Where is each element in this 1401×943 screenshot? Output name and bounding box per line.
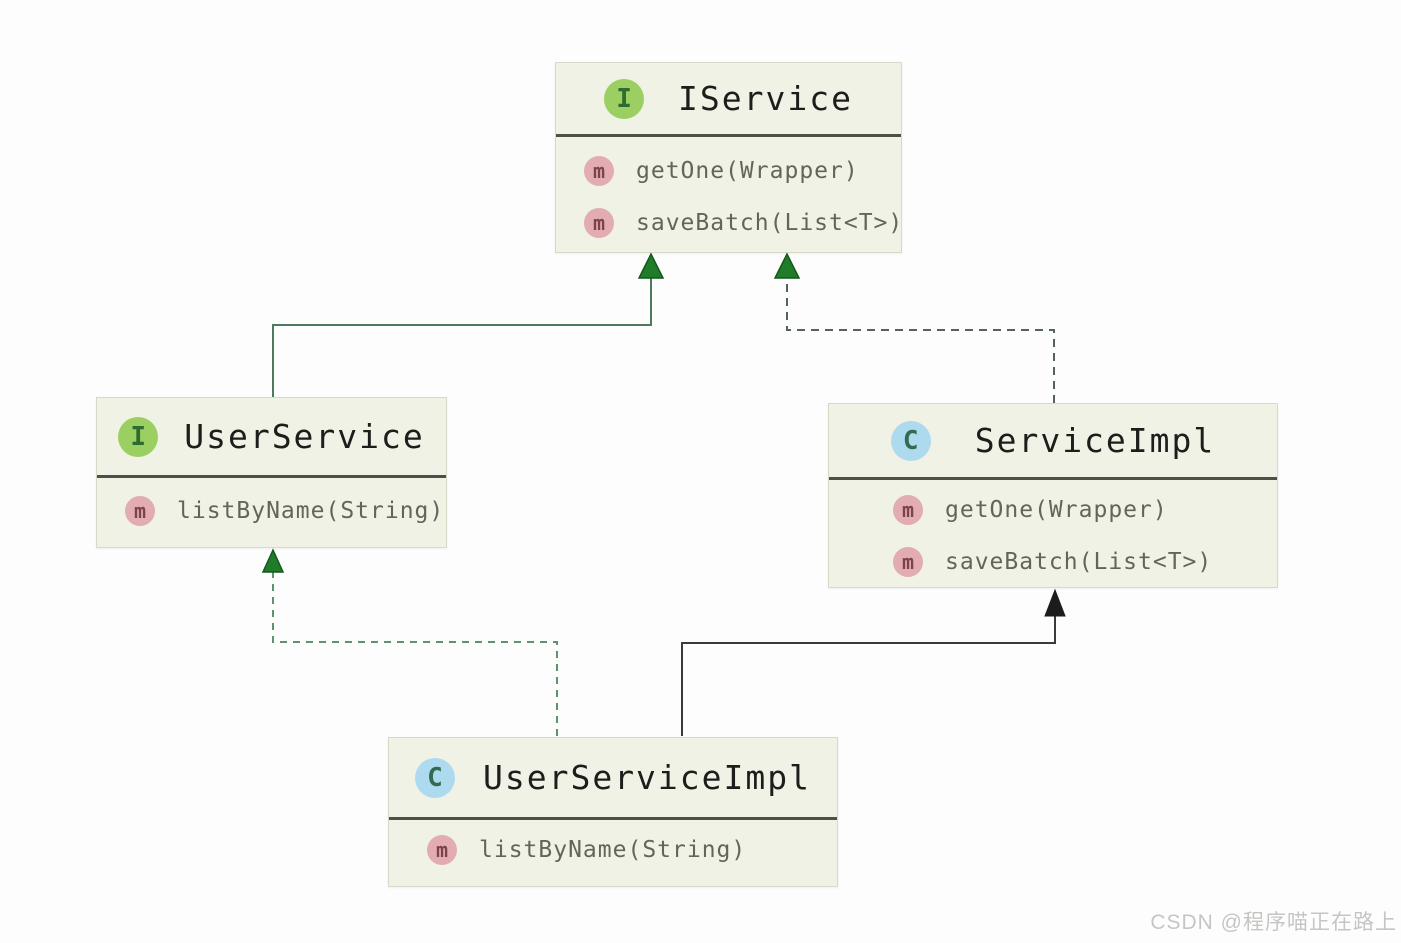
class-header: I UserService [97, 398, 446, 475]
class-header: I IService [556, 63, 901, 134]
csdn-watermark: CSDN @程序喵正在路上 [1150, 911, 1397, 934]
triangle-arrowhead [1044, 588, 1066, 617]
class-title: ServiceImpl [974, 421, 1216, 460]
method-label: saveBatch(List<T>) [636, 210, 904, 236]
class-icon: C [414, 757, 455, 798]
edge-userserviceimpl-implements-userservice [261, 548, 558, 736]
interface-icon: I [118, 416, 159, 457]
method-icon: m [427, 835, 457, 865]
triangle-arrowhead [773, 252, 801, 279]
class-title: UserService [184, 417, 425, 456]
class-box-userservice[interactable]: I UserService m listByName(String) [96, 397, 447, 548]
method-row[interactable]: m saveBatch(List<T>) [584, 197, 904, 249]
class-icon: C [890, 420, 931, 461]
method-row[interactable]: m saveBatch(List<T>) [893, 536, 1277, 588]
class-box-userserviceimpl[interactable]: C UserServiceImpl m listByName(String) [388, 737, 838, 887]
triangle-arrowhead [637, 252, 665, 279]
method-label: getOne(Wrapper) [636, 158, 859, 184]
class-box-serviceimpl[interactable]: C ServiceImpl m getOne(Wrapper) m saveBa… [828, 403, 1278, 588]
method-icon: m [584, 156, 614, 186]
method-label: saveBatch(List<T>) [945, 549, 1213, 575]
method-icon: m [584, 208, 614, 238]
edge-userserviceimpl-extends-serviceimpl [681, 588, 1066, 736]
method-list: m listByName(String) [97, 478, 446, 537]
divider [97, 475, 446, 478]
divider [389, 817, 837, 820]
method-icon: m [125, 496, 155, 526]
interface-icon: I [604, 78, 645, 119]
method-row[interactable]: m listByName(String) [427, 824, 837, 876]
method-list: m listByName(String) [389, 820, 837, 876]
method-row[interactable]: m getOne(Wrapper) [584, 145, 901, 197]
divider [556, 134, 901, 137]
class-title: IService [678, 79, 853, 118]
method-label: listByName(String) [479, 837, 747, 863]
method-label: listByName(String) [177, 498, 445, 524]
triangle-arrowhead [261, 548, 285, 573]
class-box-iservice[interactable]: I IService m getOne(Wrapper) m saveBatch… [555, 62, 902, 253]
class-header: C ServiceImpl [829, 404, 1277, 477]
edge-userservice-extends-iservice [272, 252, 665, 397]
edge-serviceimpl-implements-iservice [773, 252, 1055, 403]
class-header: C UserServiceImpl [389, 738, 837, 817]
method-row[interactable]: m listByName(String) [125, 485, 446, 537]
method-label: getOne(Wrapper) [945, 497, 1168, 523]
method-icon: m [893, 547, 923, 577]
divider [829, 477, 1277, 480]
class-title: UserServiceImpl [482, 758, 811, 797]
method-row[interactable]: m getOne(Wrapper) [893, 484, 1277, 536]
method-list: m getOne(Wrapper) m saveBatch(List<T>) [829, 480, 1277, 588]
method-icon: m [893, 495, 923, 525]
method-list: m getOne(Wrapper) m saveBatch(List<T>) [556, 137, 904, 249]
